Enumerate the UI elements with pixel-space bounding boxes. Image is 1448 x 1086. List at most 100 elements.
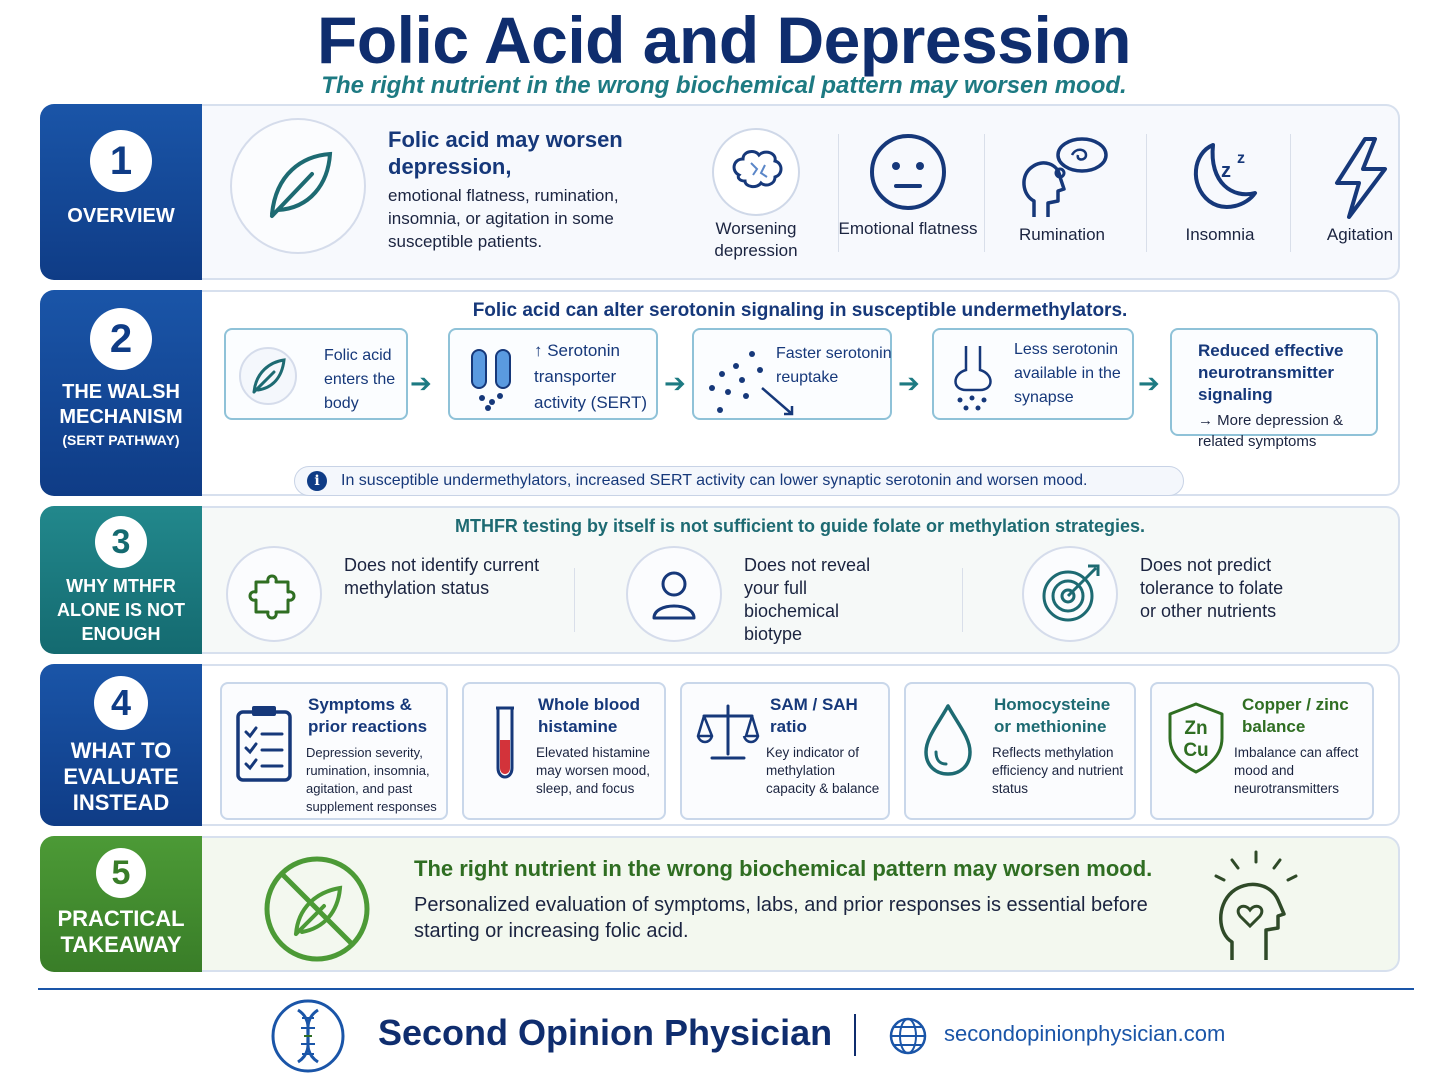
step-text: → More depression & related symptoms	[1198, 412, 1344, 450]
person-icon	[626, 546, 722, 642]
clipboard-icon	[234, 704, 294, 784]
step-folic-enters: Folic acid enters the body	[224, 328, 408, 420]
section-label: 4 WHAT TO EVALUATE INSTEAD	[40, 664, 202, 826]
card-title: SAM / SAH ratio	[770, 695, 858, 736]
mthfr-item: Does not predict tolerance to folate or …	[1022, 546, 1382, 656]
section-overview: 1 OVERVIEW Folic acid may worsen depress…	[40, 104, 1400, 280]
scale-icon	[696, 702, 760, 762]
mthfr-item-text: Does not predict tolerance to folate or …	[1140, 555, 1284, 621]
card-title: Copper / zinc balance	[1242, 695, 1349, 736]
leaf-icon	[230, 118, 366, 254]
section-panel: The right nutrient in the wrong biochemi…	[202, 836, 1400, 972]
section-number: 4	[94, 676, 148, 730]
section-name: OVERVIEW	[67, 205, 175, 227]
synapse-icon	[948, 344, 998, 414]
info-note: i In susceptible undermethylators, incre…	[294, 466, 1184, 496]
symptom-label: Insomnia	[1185, 225, 1255, 244]
footer-divider	[38, 988, 1414, 990]
divider	[984, 134, 985, 252]
arrow-icon: ➔	[898, 368, 920, 398]
step-text: ↑ Serotonin transporter activity (SERT)	[534, 341, 648, 412]
lightning-icon	[1290, 132, 1430, 224]
neutral-face-icon	[838, 126, 978, 218]
symptom-label: Rumination	[1019, 225, 1105, 244]
eval-card-histamine: Whole blood histamine Elevated histamine…	[462, 682, 666, 820]
eval-card-sam-sah: SAM / SAH ratio Key indicator of methyla…	[680, 682, 890, 820]
mthfr-item-text: Does not reveal your full biochemical bi…	[744, 555, 871, 644]
card-desc: Imbalance can affect mood and neurotrans…	[1234, 745, 1359, 796]
test-tube-icon	[484, 704, 524, 784]
head-heart-icon	[1202, 848, 1312, 968]
card-desc: Key indicator of methylation capacity & …	[766, 745, 880, 796]
section-name: THE WALSH MECHANISM (SERT PATHWAY)	[40, 380, 202, 450]
section-mthfr: 3 WHY MTHFR ALONE IS NOT ENOUGH MTHFR te…	[40, 506, 1400, 654]
symptom-flatness: Emotional flatness	[838, 126, 978, 240]
step-text: Faster serotonin reuptake	[776, 345, 892, 386]
symptom-label: Worsening depression	[714, 219, 798, 260]
section-name-text: THE WALSH MECHANISM	[59, 381, 183, 428]
svg-text:z: z	[1221, 160, 1231, 182]
section-takeaway: 5 PRACTICAL TAKEAWAY The right nutrient …	[40, 836, 1400, 972]
section-evaluate: 4 WHAT TO EVALUATE INSTEAD Symptoms & pr…	[40, 664, 1400, 826]
transporter-icon	[466, 346, 516, 412]
section-name: WHY MTHFR ALONE IS NOT ENOUGH	[56, 576, 185, 644]
globe-icon	[888, 1016, 928, 1056]
section-panel: MTHFR testing by itself is not sufficien…	[202, 506, 1400, 654]
leaf-icon	[238, 346, 298, 406]
section-label: 5 PRACTICAL TAKEAWAY	[40, 836, 202, 972]
section-panel: Folic acid may worsen depression, emotio…	[202, 104, 1400, 280]
mthfr-item-text: Does not identify current methylation st…	[344, 555, 540, 598]
mthfr-item: Does not reveal your full biochemical bi…	[626, 546, 986, 656]
no-leaf-icon	[262, 854, 372, 964]
eval-card-symptoms: Symptoms & prior reactions Depression se…	[220, 682, 448, 820]
section-number: 5	[96, 848, 146, 898]
mthfr-item: Does not identify current methylation st…	[226, 546, 586, 656]
section-number: 3	[95, 516, 147, 568]
arrow-icon: ➔	[1138, 368, 1160, 398]
section-name: PRACTICAL TAKEAWAY	[57, 906, 185, 957]
step-faster-reuptake: Faster serotonin reuptake	[692, 328, 892, 420]
dna-icon	[270, 998, 346, 1074]
symptom-agitation: Agitation	[1290, 132, 1430, 246]
step-less-serotonin: Less serotonin available in the synapse	[932, 328, 1134, 420]
card-desc: Reflects methylation efficiency and nutr…	[992, 745, 1124, 796]
cu-symbol: Cu	[1183, 740, 1208, 761]
symptom-label: Agitation	[1326, 225, 1394, 244]
step-sert-activity: ↑ Serotonin transporter activity (SERT)	[448, 328, 658, 420]
divider	[1146, 134, 1147, 252]
particles-icon	[702, 348, 802, 418]
page-subtitle: The right nutrient in the wrong biochemi…	[321, 72, 1127, 99]
card-desc: Depression severity, rumination, insomni…	[306, 745, 437, 814]
brain-icon	[686, 126, 826, 218]
info-note-text: In susceptible undermethylators, increas…	[341, 472, 1088, 489]
divider	[962, 568, 963, 632]
section-sublabel: (SERT PATHWAY)	[62, 432, 180, 448]
symptom-rumination: Rumination	[992, 132, 1132, 246]
step-reduced-signaling: Reduced effective neurotransmitter signa…	[1170, 328, 1378, 450]
zn-symbol: Zn	[1184, 718, 1207, 739]
puzzle-icon	[226, 546, 322, 642]
footer-brand: Second Opinion Physician	[378, 1012, 833, 1053]
divider	[574, 568, 575, 632]
eval-card-homocysteine: Homocysteine or methionine Reflects meth…	[904, 682, 1136, 820]
overview-body: emotional flatness, rumination, insomnia…	[388, 186, 619, 251]
footer-website-link[interactable]: secondopinionphysician.com	[944, 1021, 1226, 1046]
section-name: WHAT TO EVALUATE INSTEAD	[63, 738, 179, 815]
section-label: 1 OVERVIEW	[40, 104, 202, 280]
footer-separator	[854, 1014, 856, 1056]
walsh-headline: Folic acid can alter serotonin signaling…	[472, 300, 1128, 321]
arrow-icon: ➔	[410, 368, 432, 398]
symptom-label: Emotional flatness	[838, 219, 978, 238]
divider	[838, 134, 839, 252]
section-panel: Folic acid can alter serotonin signaling…	[202, 290, 1400, 496]
target-icon	[1022, 546, 1118, 642]
svg-text:z: z	[1237, 150, 1245, 167]
step-text: Folic acid enters the body	[324, 347, 396, 412]
takeaway-body: Personalized evaluation of symptoms, lab…	[414, 894, 1148, 942]
section-number: 2	[90, 308, 152, 370]
section-label: 3 WHY MTHFR ALONE IS NOT ENOUGH	[40, 506, 202, 654]
section-label: 2 THE WALSH MECHANISM (SERT PATHWAY)	[40, 290, 202, 496]
